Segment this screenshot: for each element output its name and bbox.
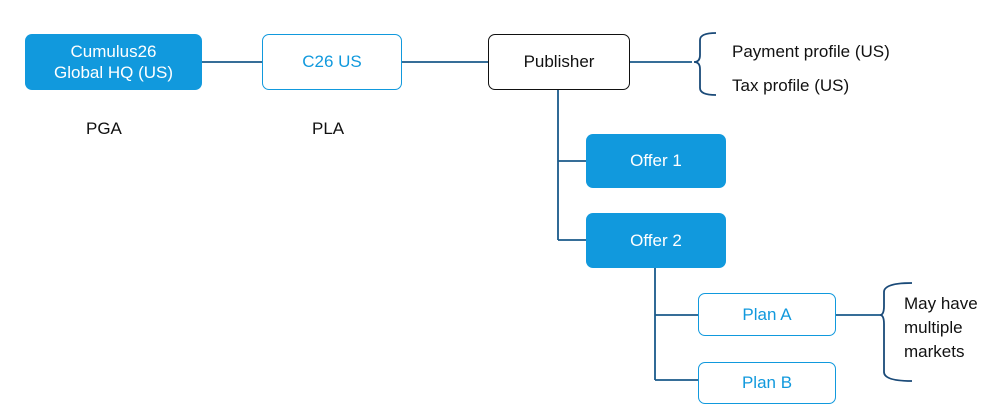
publisher-label: Publisher — [523, 52, 595, 72]
offer2-node: Offer 2 — [586, 213, 726, 268]
plan-b-label: Plan B — [741, 373, 793, 393]
plan-note-line2: multiple — [904, 318, 963, 337]
plan-note-line1: May have — [904, 294, 978, 313]
publisher-node: Publisher — [488, 34, 630, 90]
c26-us-node: C26 US — [262, 34, 402, 90]
c26-us-label: C26 US — [302, 52, 362, 72]
publisher-profiles: Payment profile (US) Tax profile (US) — [732, 35, 890, 103]
plan-market-note: May have multiple markets — [904, 292, 978, 364]
plan-note-line3: markets — [904, 342, 965, 361]
pla-label: PLA — [312, 119, 345, 138]
offer2-label: Offer 2 — [630, 230, 682, 250]
plan-b-node: Plan B — [698, 362, 836, 404]
offer1-node: Offer 1 — [586, 134, 726, 188]
profile-brace — [693, 32, 717, 96]
plan-a-node: Plan A — [698, 293, 836, 336]
payment-profile-label: Payment profile (US) — [732, 42, 890, 61]
plan-a-label: Plan A — [742, 304, 792, 324]
tax-profile-label: Tax profile (US) — [732, 76, 850, 95]
note-brace — [879, 282, 913, 382]
pga-label: PGA — [86, 119, 122, 138]
hq-line1: Cumulus26 — [70, 41, 157, 61]
offer1-label: Offer 1 — [630, 151, 682, 171]
hq-node: Cumulus26 Global HQ (US) — [25, 34, 202, 90]
hq-line2: Global HQ (US) — [53, 63, 174, 82]
connector-offer2-plans — [654, 268, 698, 381]
connector-publisher-offers — [557, 90, 586, 241]
